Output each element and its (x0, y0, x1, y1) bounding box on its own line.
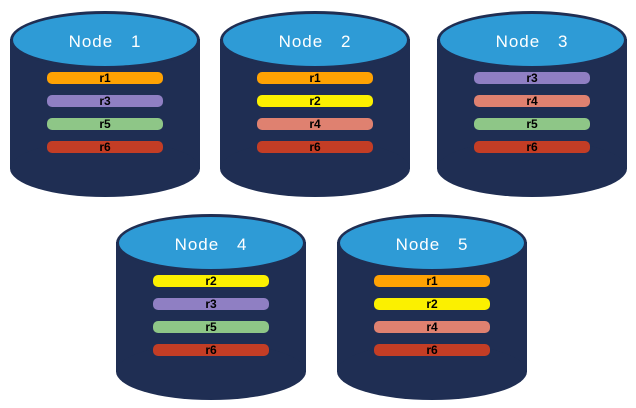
replica-bar: r1 (374, 275, 490, 287)
replica-list: r1 r2 r4 r6 (374, 275, 490, 356)
node-cylinder-1: Node 1 r1 r3 r5 r6 (10, 11, 200, 197)
replica-list: r1 r2 r4 r6 (257, 72, 373, 153)
replica-list: r3 r4 r5 r6 (474, 72, 590, 153)
replica-bar: r3 (153, 298, 269, 310)
node-title: Node 1 (68, 32, 142, 51)
replica-bar: r2 (374, 298, 490, 310)
node-cylinder-4: Node 4 r2 r3 r5 r6 (116, 214, 306, 400)
replica-bar: r6 (153, 344, 269, 356)
replica-bar: r2 (257, 95, 373, 107)
replica-bar: r1 (47, 72, 163, 84)
replica-bar: r3 (474, 72, 590, 84)
node-title: Node 3 (495, 32, 569, 51)
replica-bar: r1 (257, 72, 373, 84)
replica-bar: r4 (374, 321, 490, 333)
replica-bar: r4 (474, 95, 590, 107)
cylinder-top: Node 2 (220, 11, 410, 69)
node-title: Node 2 (278, 32, 352, 51)
cylinder-top: Node 5 (337, 214, 527, 272)
replica-bar: r2 (153, 275, 269, 287)
replica-bar: r6 (47, 141, 163, 153)
replica-bar: r5 (474, 118, 590, 130)
replica-list: r2 r3 r5 r6 (153, 275, 269, 356)
node-title: Node 5 (395, 235, 469, 254)
replica-bar: r6 (257, 141, 373, 153)
replica-list: r1 r3 r5 r6 (47, 72, 163, 153)
replica-bar: r4 (257, 118, 373, 130)
replica-bar: r6 (474, 141, 590, 153)
node-cylinder-5: Node 5 r1 r2 r4 r6 (337, 214, 527, 400)
replica-bar: r5 (47, 118, 163, 130)
cylinder-top: Node 1 (10, 11, 200, 69)
node-title: Node 4 (174, 235, 248, 254)
node-cylinder-2: Node 2 r1 r2 r4 r6 (220, 11, 410, 197)
replica-bar: r6 (374, 344, 490, 356)
cylinder-top: Node 4 (116, 214, 306, 272)
cylinder-top: Node 3 (437, 11, 627, 69)
node-cylinder-3: Node 3 r3 r4 r5 r6 (437, 11, 627, 197)
replica-bar: r5 (153, 321, 269, 333)
replica-bar: r3 (47, 95, 163, 107)
